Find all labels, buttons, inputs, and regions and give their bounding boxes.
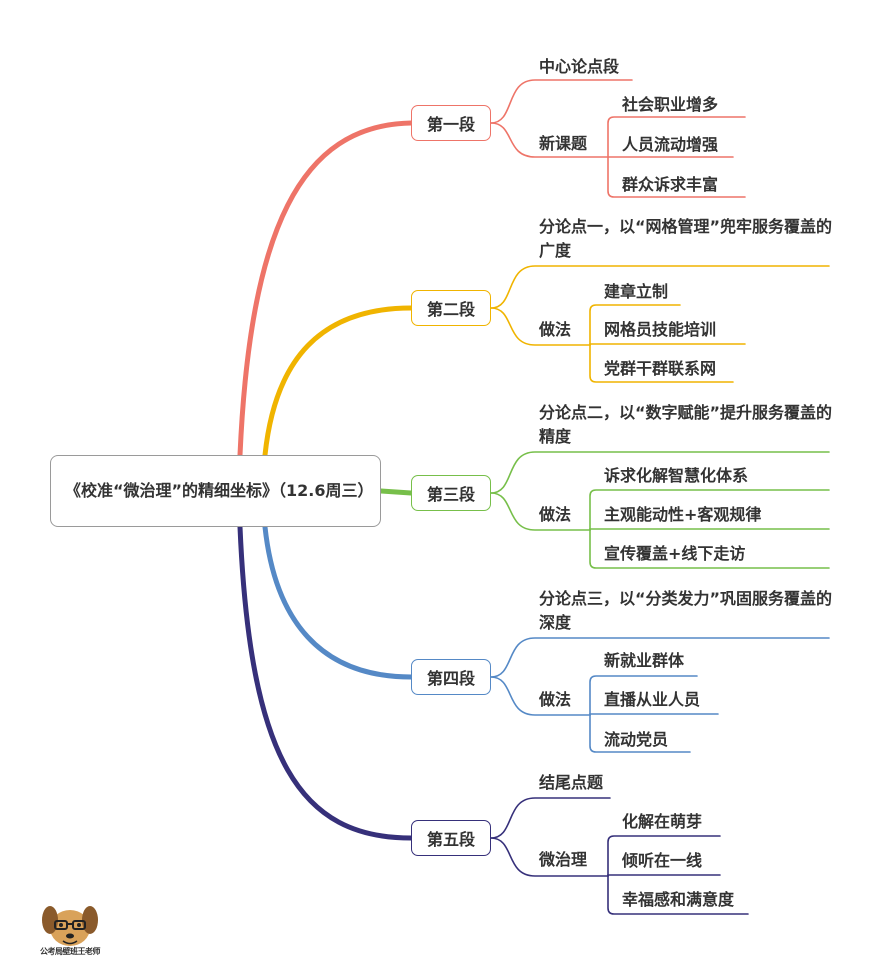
section-2-label: 第二段	[426, 300, 475, 319]
section-2-topic[interactable]: 分论点一，以“网格管理”兜牢服务覆盖的广度	[539, 217, 833, 260]
connector-root-section-3	[378, 488, 414, 496]
section-5-node[interactable]: 第五段	[411, 820, 491, 856]
section-2-sub-label[interactable]: 做法	[539, 320, 572, 339]
section-3-label: 第三段	[426, 485, 475, 504]
section-3-item-2[interactable]: 主观能动性+客观规律	[604, 505, 762, 524]
section-4-sub-label[interactable]: 做法	[539, 690, 572, 709]
connector-root-section-4	[262, 524, 414, 680]
section-4-label: 第四段	[426, 669, 475, 688]
section-4-item-3[interactable]: 流动党员	[604, 730, 669, 749]
section-5-item-3[interactable]: 幸福感和满意度	[622, 890, 735, 909]
connector-section-3-item-3	[589, 529, 830, 569]
section-2-node[interactable]: 第二段	[411, 290, 491, 326]
connector-section-2-item-1	[589, 304, 681, 346]
watermark-text: 公考局壁班王老师	[40, 947, 101, 956]
section-4-item-2[interactable]: 直播从业人员	[604, 690, 701, 709]
connector-section-5-item-3	[607, 875, 749, 915]
connector-section-4-item-1	[589, 675, 698, 716]
section-5-item-1[interactable]: 化解在萌芽	[622, 812, 703, 831]
dog-mascot-icon	[42, 906, 98, 946]
connector-section-5-sub	[490, 837, 609, 877]
root-title: 《校准“微治理”的精细坐标》（12.6周三）	[65, 481, 374, 500]
connector-section-3-sub	[490, 492, 591, 531]
connector-section-3-item-2	[589, 528, 830, 531]
connector-section-5-item-2	[607, 874, 721, 877]
section-1-node[interactable]: 第一段	[411, 105, 491, 141]
section-4-node[interactable]: 第四段	[411, 659, 491, 695]
connector-section-1-item-3	[607, 156, 746, 198]
section-1-sub-label[interactable]: 新课题	[539, 134, 588, 153]
section-2-item-3[interactable]: 党群干群联系网	[604, 359, 717, 378]
connector-section-3-item-1	[589, 489, 830, 531]
section-1-item-1[interactable]: 社会职业增多	[622, 95, 719, 114]
section-5-label: 第五段	[426, 830, 475, 849]
section-1-topic[interactable]: 中心论点段	[539, 57, 620, 76]
connector-section-2-item-2	[589, 343, 746, 346]
connector-section-2-topic	[490, 265, 830, 309]
section-1-item-2[interactable]: 人员流动增强	[622, 135, 719, 154]
section-3-topic[interactable]: 分论点二，以“数字赋能”提升服务覆盖的精度	[539, 403, 833, 446]
connector-root-section-1	[237, 120, 414, 458]
section-5-topic[interactable]: 结尾点题	[539, 773, 604, 792]
section-5-item-2[interactable]: 倾听在一线	[622, 851, 703, 870]
connector-root-section-5	[237, 524, 414, 841]
section-2-item-2[interactable]: 网格员技能培训	[604, 320, 717, 339]
connector-section-4-item-2	[589, 713, 719, 716]
section-1-item-3[interactable]: 群众诉求丰富	[622, 175, 719, 194]
connector-root-section-2	[262, 305, 414, 458]
connector-section-1-sub	[490, 122, 609, 158]
connector-section-2-item-3	[589, 344, 734, 383]
section-3-node[interactable]: 第三段	[411, 475, 491, 511]
section-3-sub-label[interactable]: 做法	[539, 505, 572, 524]
connector-section-3-topic	[490, 451, 830, 494]
connector-section-4-item-3	[589, 714, 691, 753]
section-1-label: 第一段	[426, 115, 475, 134]
connector-section-1-item-1	[607, 116, 746, 158]
section-3-item-1[interactable]: 诉求化解智慧化体系	[604, 466, 749, 485]
connector-section-4-topic	[490, 637, 830, 678]
connector-section-5-topic	[490, 797, 611, 839]
section-3-item-3[interactable]: 宣传覆盖+线下走访	[604, 544, 746, 563]
section-2-item-1[interactable]: 建章立制	[604, 282, 669, 301]
section-4-topic[interactable]: 分论点三，以“分类发力”巩固服务覆盖的深度	[539, 589, 833, 632]
connector-section-1-topic	[490, 79, 633, 124]
connector-section-4-sub	[490, 676, 591, 716]
connector-section-2-sub	[490, 307, 591, 346]
section-4-item-1[interactable]: 新就业群体	[604, 651, 685, 670]
section-5-sub-label[interactable]: 微治理	[539, 850, 588, 869]
connector-section-5-item-1	[607, 835, 721, 877]
root-topic[interactable]: 《校准“微治理”的精细坐标》（12.6周三）	[50, 455, 381, 527]
